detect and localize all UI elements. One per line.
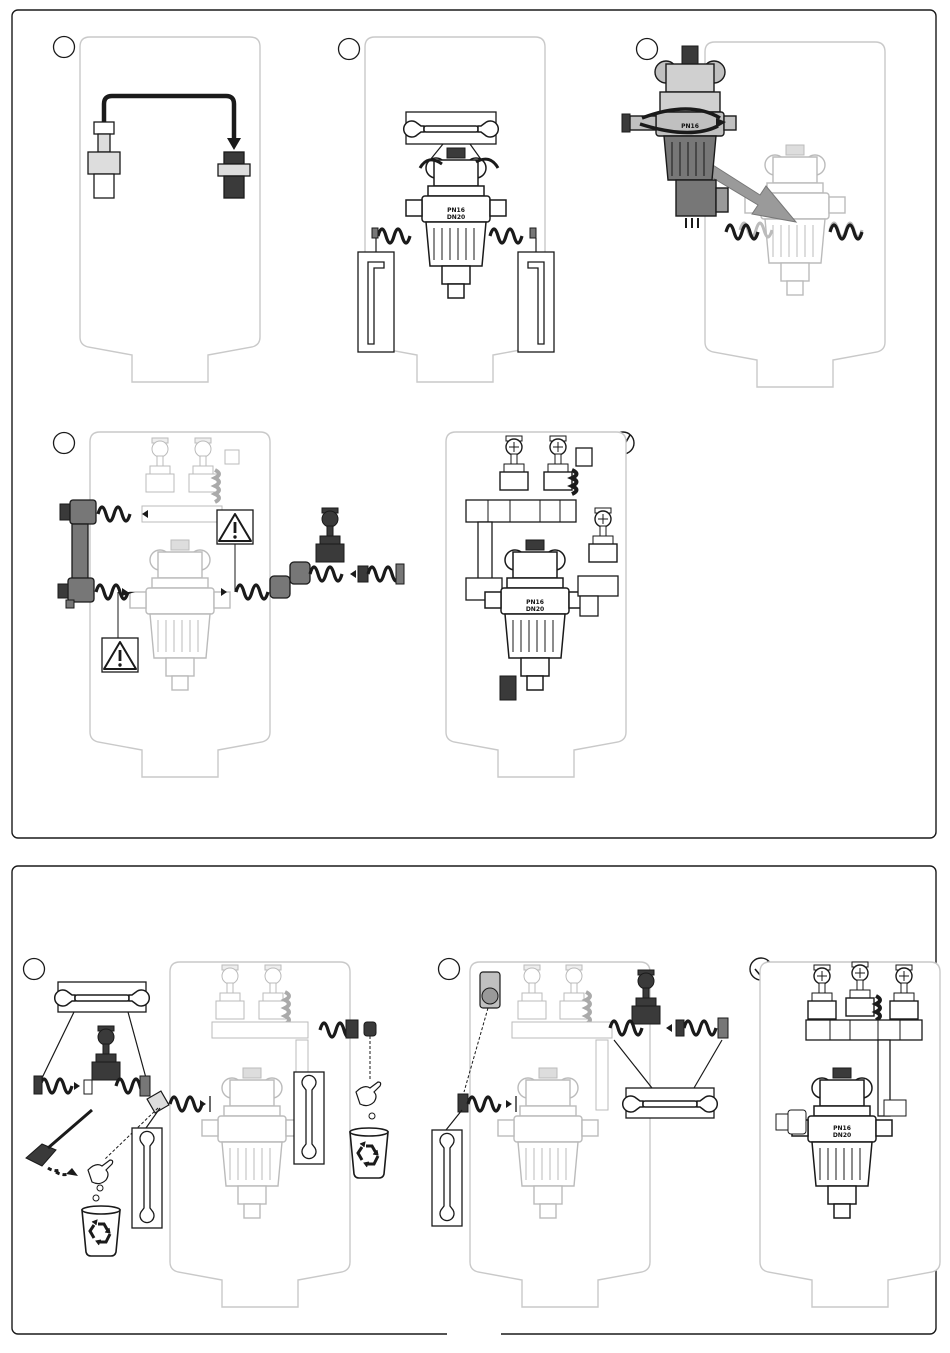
top-step-2: PN16 DN20 <box>339 37 555 382</box>
hand-icon <box>88 1160 113 1184</box>
bottom-step-2 <box>432 959 728 1308</box>
page-tab <box>447 1330 501 1340</box>
top-step-1 <box>54 37 261 383</box>
top-step-5: PN16 DN20 <box>446 432 634 777</box>
valve-label-line1: PN16 <box>833 1125 851 1132</box>
top-step-3: PN16 <box>622 39 885 388</box>
valve-label-line1: PN16 <box>526 599 544 606</box>
recycle-bin-icon <box>82 1206 120 1256</box>
screwdriver-icon <box>26 1110 92 1176</box>
svg-text:PN16: PN16 <box>681 123 699 130</box>
valve-label-line2: DN20 <box>447 214 465 221</box>
recycle-bin-icon <box>350 1128 388 1178</box>
top-step-4 <box>54 432 405 777</box>
bottom-step-3: PN16 DN20 <box>750 958 940 1307</box>
hand-icon <box>356 1082 381 1106</box>
valve-label-line2: DN20 <box>833 1132 851 1139</box>
bottom-step-1 <box>24 959 389 1308</box>
valve-label-line1: PN16 <box>447 207 465 214</box>
valve-label-line2: DN20 <box>526 606 544 613</box>
